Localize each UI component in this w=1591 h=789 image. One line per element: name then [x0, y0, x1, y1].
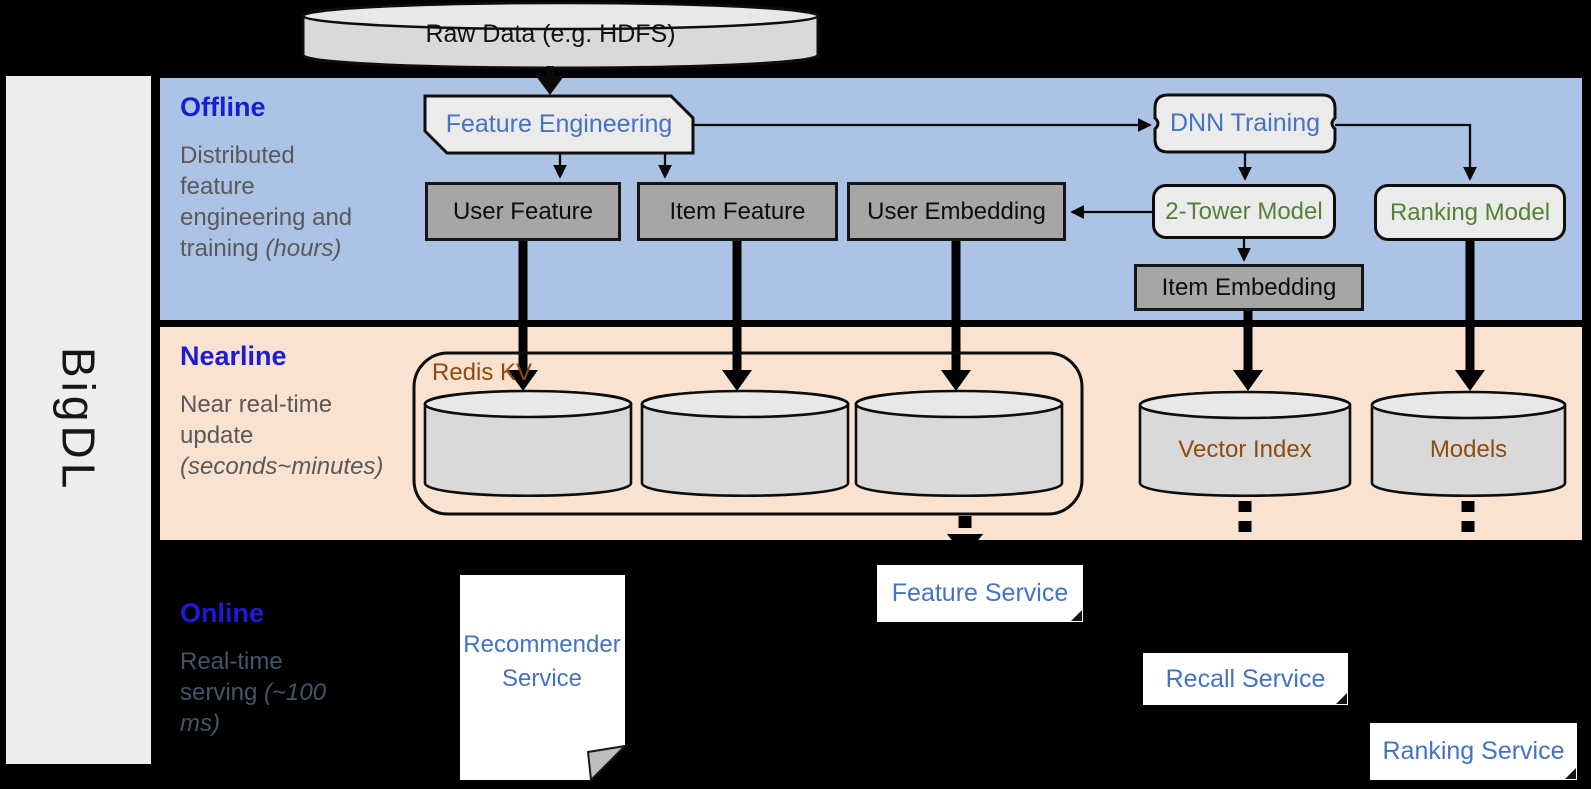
nearline-caption-text: Near real-time update: [180, 391, 333, 449]
nearline-heading: Nearline: [180, 341, 287, 371]
recall-service-card: Recall Service: [1143, 653, 1348, 705]
online-caption-text: Real-time serving: [180, 648, 283, 706]
node-two-tower-model: 2-Tower Model: [1152, 184, 1336, 239]
feature-service-card: Feature Service: [877, 565, 1083, 622]
redis-kv-label: Redis KV: [432, 359, 533, 386]
nearline-caption-duration: (seconds~minutes): [180, 453, 384, 480]
online-heading: Online: [180, 598, 265, 628]
ranking-service-card: Ranking Service: [1370, 723, 1577, 780]
folded-corner-icon: [586, 744, 628, 783]
bigdl-brand-label: BigDL: [52, 347, 105, 493]
raw-data-label: Raw Data (e.g. HDFS): [425, 19, 676, 48]
recommender-service-label: Recommender Service: [463, 631, 621, 692]
node-item-embedding: Item Embedding: [1134, 264, 1364, 311]
offline-caption-duration: (hours): [265, 235, 342, 262]
nearline-caption: Near real-time update (seconds~minutes): [180, 389, 395, 482]
node-feature-engineering: Feature Engineering: [445, 110, 673, 138]
offline-heading: Offline: [180, 92, 266, 122]
offline-caption: Distributed feature engineering and trai…: [180, 140, 366, 264]
node-item-feature: Item Feature: [637, 182, 838, 241]
online-caption: Real-time serving (~100 ms): [180, 646, 345, 739]
bigdl-sidebar: BigDL: [6, 76, 151, 764]
models-label: Models: [1429, 436, 1508, 463]
offline-caption-text: Distributed feature engineering and trai…: [180, 142, 353, 262]
node-ranking-model: Ranking Model: [1374, 184, 1566, 241]
online-caption-duration: (~100 ms): [180, 679, 327, 737]
vector-index-label: Vector Index: [1178, 436, 1312, 463]
node-dnn-training: DNN Training: [1169, 109, 1321, 137]
node-user-feature: User Feature: [425, 182, 621, 241]
node-user-embedding: User Embedding: [847, 182, 1066, 241]
